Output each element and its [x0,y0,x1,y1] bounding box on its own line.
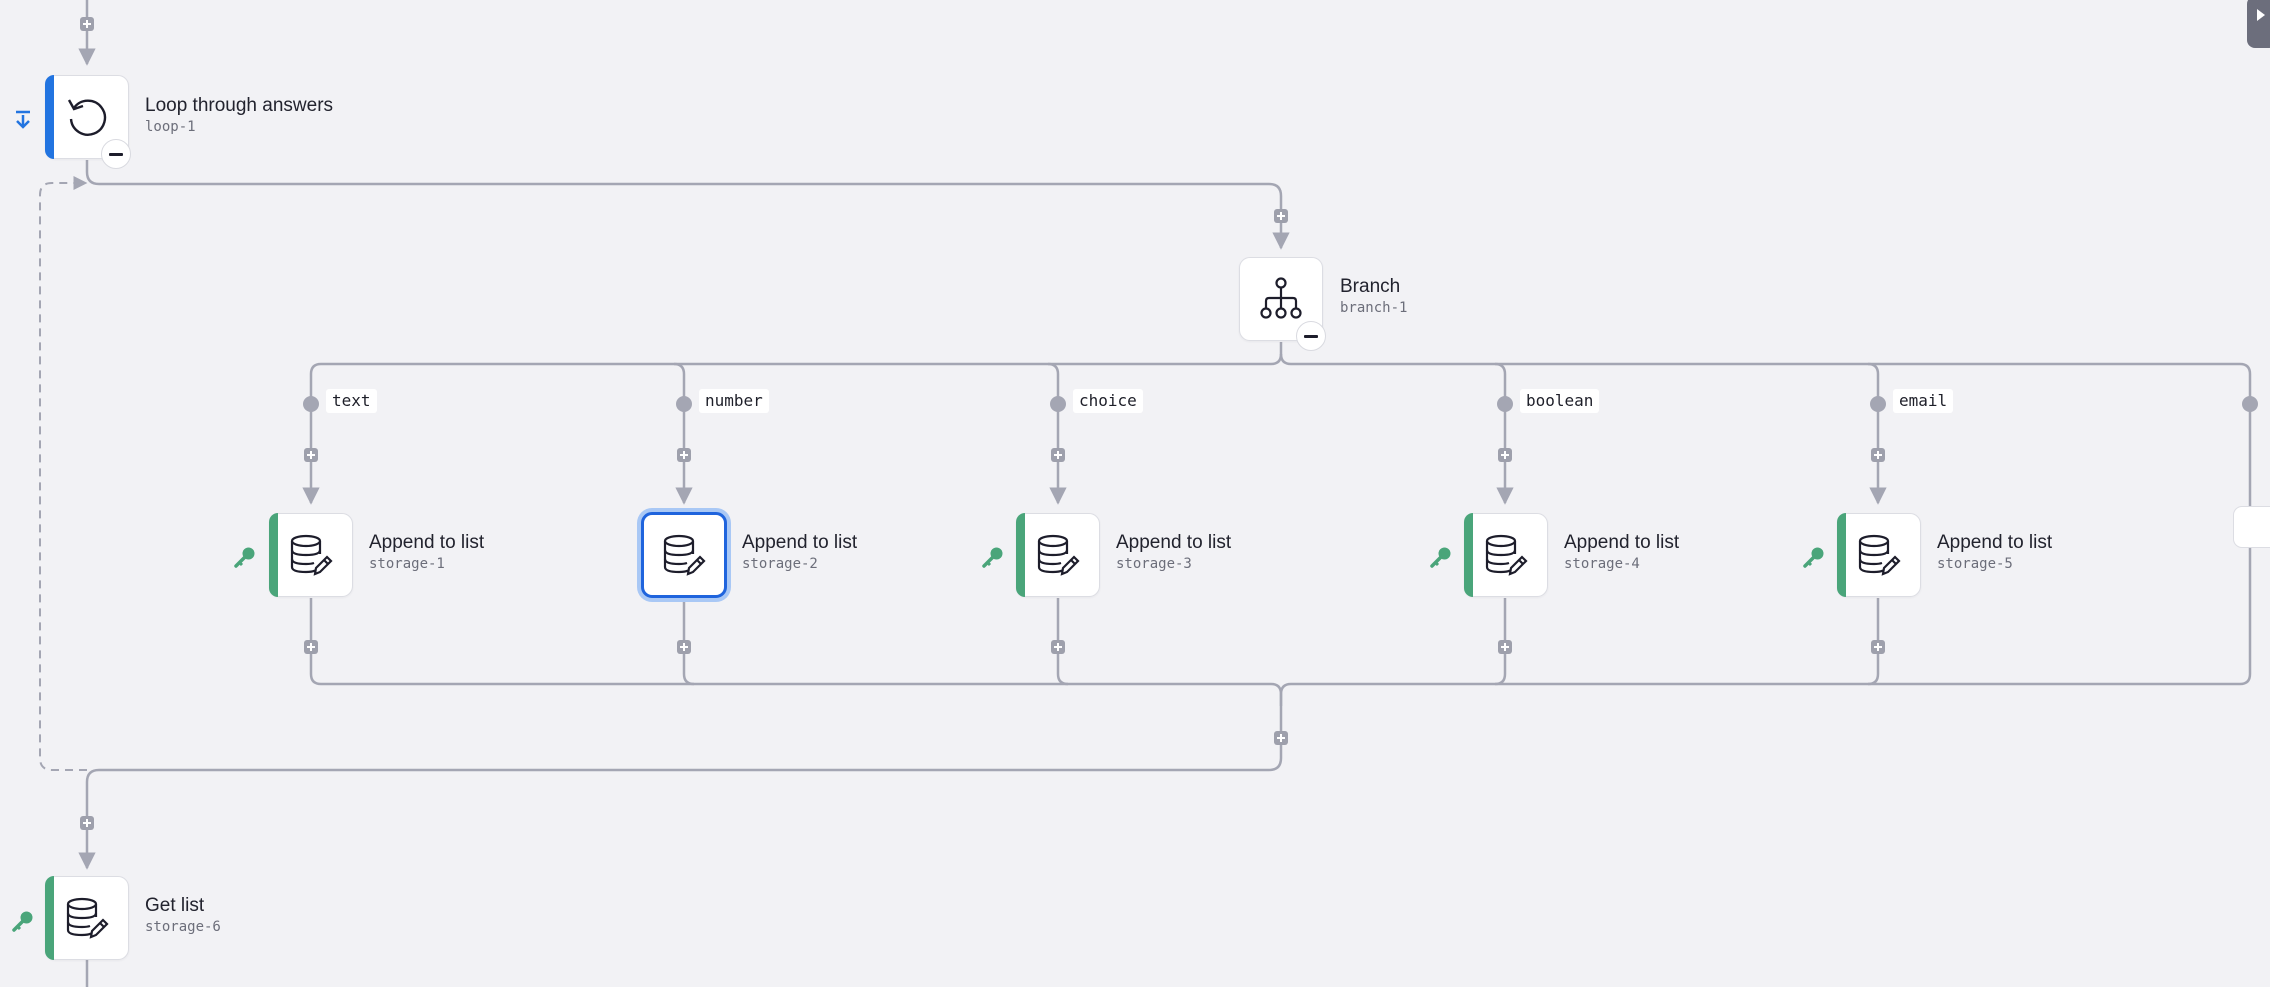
get-list-node-label: Get list storage-6 [145,895,221,937]
append-node-label: Append to list storage-1 [369,532,484,574]
node-id: storage-6 [145,919,221,935]
minus-icon [109,152,123,156]
append-node-storage-4[interactable] [1464,513,1548,597]
node-id: branch-1 [1340,300,1408,316]
append-node-storage-5[interactable] [1837,513,1921,597]
node-title: Append to list [1116,532,1232,553]
node-accent-stripe [269,513,278,597]
add-step-button[interactable] [304,640,318,654]
add-step-button[interactable] [1274,209,1288,223]
branch-tag-choice[interactable]: choice [1073,389,1143,413]
append-node-label: Append to list storage-4 [1564,532,1679,574]
node-id: storage-4 [1564,556,1640,572]
node-title: Branch [1340,276,1401,297]
node-id: storage-3 [1116,556,1192,572]
loop-icon [64,94,110,140]
append-node-label: Append to list storage-3 [1116,532,1231,574]
key-icon [982,546,1004,572]
append-node-storage-3[interactable] [1016,513,1100,597]
node-accent-stripe [1464,513,1473,597]
key-icon [234,546,256,572]
loop-node-label: Loop through answers loop-1 [145,95,333,137]
branch-node-label: Branch branch-1 [1340,276,1407,318]
add-step-button[interactable] [304,448,318,462]
node-id: storage-5 [1937,556,2013,572]
node-title: Append to list [1937,532,2053,553]
minus-icon [1304,334,1318,338]
append-node-storage-2[interactable] [641,512,727,598]
key-icon [1803,546,1825,572]
key-icon [12,910,34,936]
add-step-button[interactable] [1498,448,1512,462]
node-title: Append to list [1564,532,1680,553]
node-title: Get list [145,895,205,916]
database-edit-icon [661,532,707,578]
branch-tag-text[interactable]: text [326,389,377,413]
node-accent-stripe [45,75,54,159]
database-edit-icon [288,532,334,578]
node-title: Loop through answers [145,95,334,116]
branch-icon [1258,276,1304,322]
append-node-storage-1[interactable] [269,513,353,597]
node-id: loop-1 [145,119,196,135]
add-step-button[interactable] [677,448,691,462]
node-id: storage-1 [369,556,445,572]
add-step-button[interactable] [80,816,94,830]
node-accent-stripe [45,876,54,960]
add-step-button[interactable] [1498,640,1512,654]
get-list-node[interactable] [45,876,129,960]
node-accent-stripe [1016,513,1025,597]
add-step-button[interactable] [1871,640,1885,654]
database-edit-icon [1856,532,1902,578]
branch-tag-boolean[interactable]: boolean [1520,389,1600,413]
add-step-button[interactable] [677,640,691,654]
append-node-label: Append to list storage-5 [1937,532,2052,574]
collapse-button[interactable] [101,139,131,169]
add-step-button[interactable] [1051,448,1065,462]
node-title: Append to list [742,532,858,553]
add-step-button[interactable] [1274,731,1288,745]
node-id: storage-2 [742,556,818,572]
add-step-button[interactable] [1051,640,1065,654]
node-title: Append to list [369,532,485,553]
database-edit-icon [64,895,110,941]
add-step-button[interactable] [1871,448,1885,462]
database-edit-icon [1035,532,1081,578]
panel-toggle-button[interactable] [2247,0,2270,48]
offscreen-node[interactable] [2233,506,2270,548]
branch-tag-number[interactable]: number [699,389,769,413]
key-icon [1430,546,1452,572]
database-edit-icon [1483,532,1529,578]
node-accent-stripe [1837,513,1846,597]
branch-tag-email[interactable]: email [1893,389,1954,413]
loop-start-icon[interactable] [14,110,32,134]
append-node-label: Append to list storage-2 [742,532,857,574]
collapse-button[interactable] [1296,321,1326,351]
add-step-button[interactable] [80,17,94,31]
